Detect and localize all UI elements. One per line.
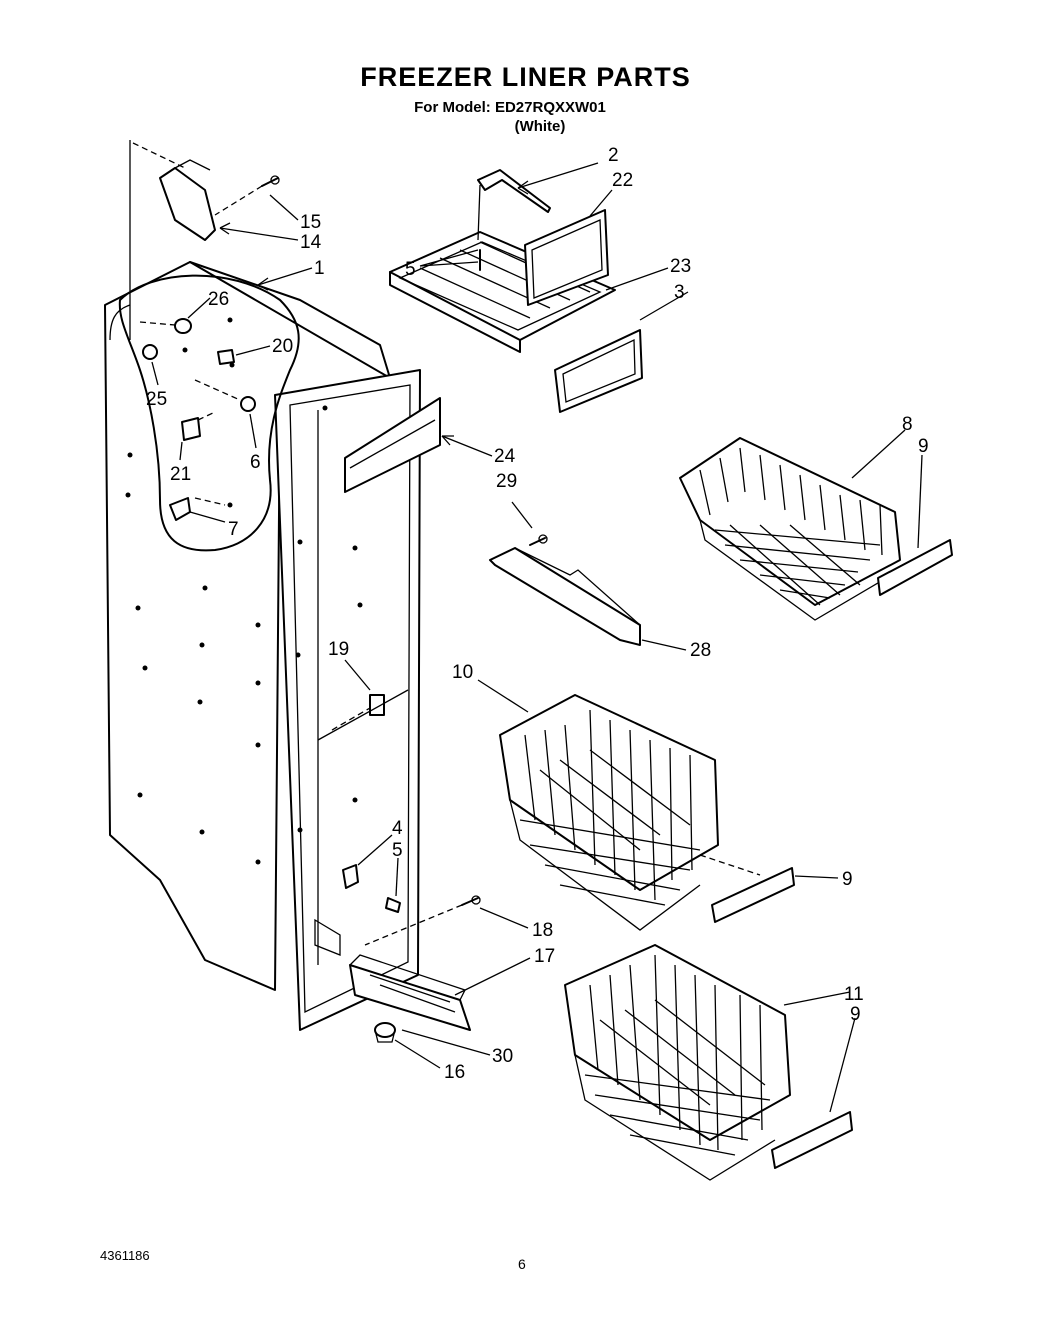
strip-part-9b [711,867,795,923]
clip-part-4 [342,864,359,889]
callout-24: 24 [494,446,516,467]
document-number: 4361186 [100,1248,150,1263]
liner-components [139,159,481,1043]
callout-15: 15 [300,212,321,233]
callout-9a: 9 [918,436,929,457]
callout-5-liner: 5 [392,840,403,861]
leader-lines [151,162,923,1113]
page-number: 6 [518,1256,526,1272]
callout-21: 21 [170,464,191,485]
callout-22: 22 [612,170,633,191]
thermostat-part-21 [181,417,201,441]
switch-part-20 [217,349,235,365]
shelf-assembly [389,169,643,413]
callout-17: 17 [534,946,555,967]
strip-part-9c [771,1111,853,1169]
callout-28: 28 [690,640,711,661]
callout-29: 29 [496,471,517,492]
model-line: For Model: ED27RQXXW01 [414,99,606,116]
callout-30: 30 [492,1046,513,1067]
bracket-part-14 [159,167,216,241]
callout-11: 11 [844,984,864,1005]
callout-2: 2 [608,145,619,166]
callout-20: 20 [272,336,293,357]
callout-10: 10 [452,662,473,683]
callout-25: 25 [146,389,167,410]
callout-6: 6 [250,452,261,473]
callout-9b: 9 [842,869,853,890]
callout-23: 23 [670,256,691,277]
basket-strips [711,539,953,1169]
trim-part-24 [344,397,441,493]
callout-1: 1 [314,258,325,279]
panel-part-3 [554,329,643,413]
callout-18: 18 [532,920,553,941]
basket-part-8 [679,437,901,621]
callout-3: 3 [674,282,685,303]
screw-part-18 [461,897,479,906]
divider-part-28 [489,547,641,646]
knob-part-16 [374,1022,396,1038]
callout-19: 19 [328,639,349,660]
callout-7: 7 [228,519,239,540]
knob-part-25 [142,344,158,360]
callout-8: 8 [902,414,913,435]
basket-part-10 [499,694,761,931]
glass-part-22 [524,209,609,306]
mounting-holes [125,317,363,865]
color-line: (White) [514,118,566,135]
screw-part-15 [261,177,279,187]
callout-9c: 9 [850,1004,861,1025]
fitting-part-26 [174,318,192,334]
callout-14: 14 [300,232,322,253]
socket-part-6 [240,396,256,412]
callout-4: 4 [392,818,403,839]
screw-part-29 [529,537,546,546]
callout-labels: 1 2 22 23 3 5 15 14 26 20 25 21 6 7 24 2… [146,145,929,1083]
freezer-liner [104,140,421,1031]
duct-part-17 [349,964,471,1031]
fixture-part-19 [369,694,385,716]
model-info: For Model: ED27RQXXW01 (White) [380,98,640,136]
damper-part-7 [169,497,191,521]
strip-part-9a [877,539,953,596]
screw-part-5 [385,897,401,913]
callout-26: 26 [208,289,229,310]
page-title: FREEZER LINER PARTS [360,62,691,92]
callout-5-shelf: 5 [405,259,416,280]
divider-assembly [489,534,641,646]
callout-16: 16 [444,1062,465,1083]
handle-part-2 [477,169,551,213]
basket-part-11 [564,944,791,1181]
